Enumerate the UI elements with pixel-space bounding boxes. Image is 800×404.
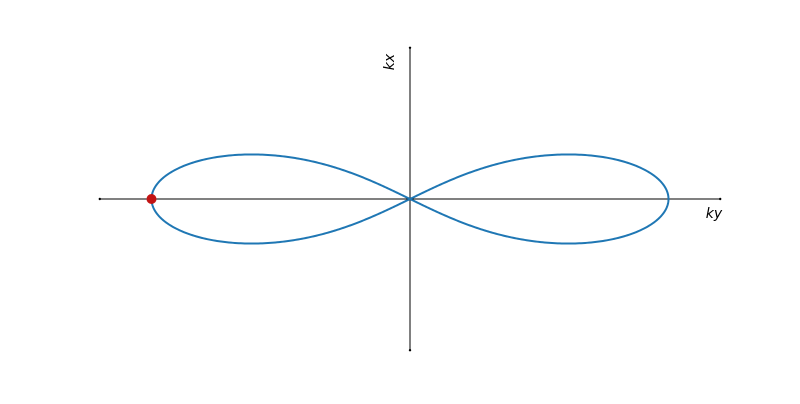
- y-axis-end-cap: [408, 46, 412, 49]
- point-marker: [146, 194, 157, 204]
- x-axis-label: ky: [706, 206, 723, 222]
- x-axis-end-cap: [719, 197, 722, 201]
- y-axis-start-cap: [408, 349, 412, 352]
- marker-layer: [146, 194, 157, 204]
- x-axis-start-cap: [98, 197, 102, 201]
- y-axis-label: kx: [382, 53, 398, 70]
